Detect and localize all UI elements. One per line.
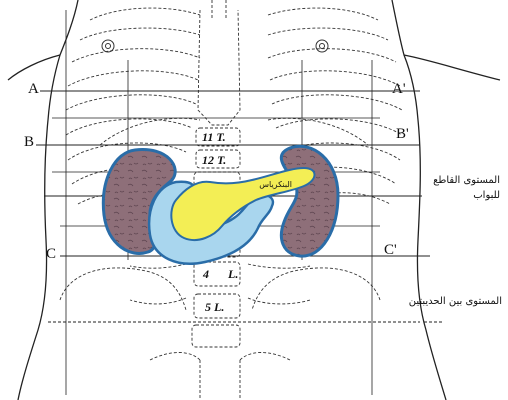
vertebra-l4-label: 4 xyxy=(203,267,209,281)
pancreas-label: البنكرياس xyxy=(259,180,292,189)
vertebra-l5-label: 5 L. xyxy=(205,300,225,314)
sternum xyxy=(197,0,241,126)
plane-a-right-label: A' xyxy=(392,81,406,97)
pelvis xyxy=(59,267,381,400)
transpyloric-plane-label-line1: المستوى القاطع xyxy=(433,175,500,186)
plane-c-left-label: C xyxy=(46,246,57,262)
plane-b-right-label: B' xyxy=(396,126,409,142)
pancreas xyxy=(170,166,316,242)
vertebra-l4-suffix: L. xyxy=(228,267,239,281)
plane-b-left-label: B xyxy=(24,134,35,150)
intertubercular-plane-label: المستوى بين الحديبتين xyxy=(408,296,502,307)
plane-a-left-label: A xyxy=(28,81,39,97)
body-outline xyxy=(7,0,501,400)
transpyloric-plane-label-line2: للبواب xyxy=(473,190,500,201)
vertebra-t12-label: 12 T. xyxy=(202,153,227,167)
plane-c-right-label: C' xyxy=(384,242,397,258)
vertebra-t11-label: 11 T. xyxy=(202,130,226,144)
nipples xyxy=(101,39,329,53)
left-kidney xyxy=(279,144,340,258)
